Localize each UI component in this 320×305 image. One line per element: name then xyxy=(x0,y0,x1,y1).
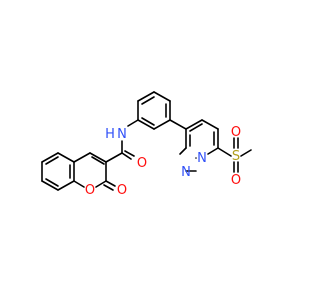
bond xyxy=(103,184,114,191)
bond xyxy=(201,119,219,130)
bond xyxy=(121,152,132,160)
bond xyxy=(207,147,219,155)
bond xyxy=(57,152,75,163)
atom-label-nitrogen-2: N xyxy=(181,165,191,180)
bond xyxy=(95,180,107,188)
bond xyxy=(91,156,105,165)
bond xyxy=(137,119,155,130)
atom-label-amide-oxygen: O xyxy=(137,156,147,171)
molecule-structure: N H O O O N N S O O xyxy=(41,91,252,198)
bond xyxy=(41,180,59,191)
bond xyxy=(240,149,252,157)
bond xyxy=(57,180,75,191)
atom-labels: N H O O O N N S O O xyxy=(85,125,241,198)
bond xyxy=(141,117,155,126)
atom-label-lactone-oxygen: O xyxy=(117,183,127,198)
bond xyxy=(73,180,85,188)
bond xyxy=(89,152,107,163)
bond xyxy=(153,91,171,102)
bond xyxy=(45,178,59,187)
atom-label-sulfonyl-oxygen-top: O xyxy=(231,125,241,140)
bond xyxy=(189,123,203,132)
atom-label-sulfonyl-oxygen-bottom: O xyxy=(231,173,241,188)
atom-label-nitrogen-1: N xyxy=(197,151,207,166)
bond xyxy=(153,119,171,130)
bond xyxy=(73,152,91,163)
bond xyxy=(141,96,155,105)
bond xyxy=(41,152,59,163)
bond xyxy=(185,119,203,130)
bond xyxy=(124,150,135,157)
bond xyxy=(179,147,187,155)
bond xyxy=(169,119,187,130)
bond xyxy=(137,91,155,102)
bonds xyxy=(41,91,252,191)
atom-label-nh: N xyxy=(117,127,127,142)
bond xyxy=(127,119,139,127)
bond xyxy=(45,156,59,165)
atom-label-ring-oxygen: O xyxy=(85,183,95,198)
bond xyxy=(105,180,116,187)
atom-label-sulfur: S xyxy=(232,149,240,164)
bond xyxy=(105,152,123,163)
bond xyxy=(217,147,232,157)
atom-label-h: H xyxy=(105,127,115,142)
structure-canvas: N H O O O N N S O O xyxy=(41,91,252,198)
